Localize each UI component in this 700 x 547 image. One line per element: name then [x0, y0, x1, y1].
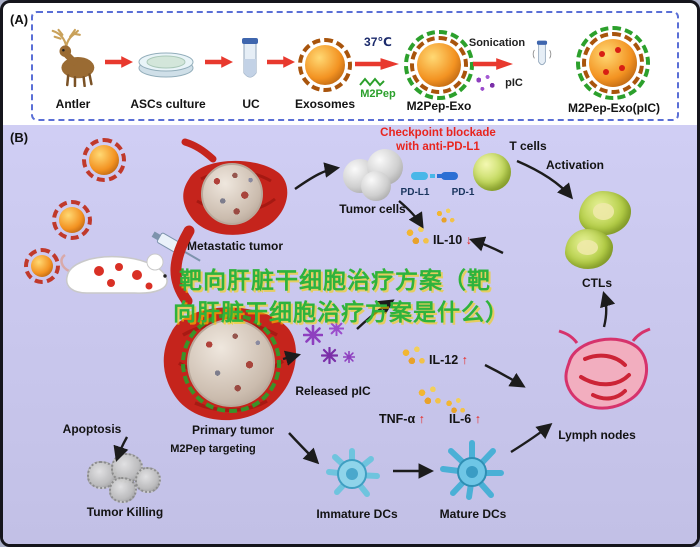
released-pic-label: Released pIC	[295, 384, 371, 398]
immature-dc-icon	[321, 443, 383, 501]
virus-icon	[52, 200, 92, 240]
arrow-right-icon	[473, 58, 513, 70]
t-cell-icon	[473, 153, 511, 191]
temperature-label: 37℃	[364, 35, 392, 49]
pic-cargo-dot	[599, 51, 605, 57]
immature-dcs-label: Immature DCs	[316, 507, 398, 521]
m2pep-exo-icon	[404, 30, 474, 100]
pic-cargo-dot	[619, 65, 625, 71]
il10-label: IL-10	[433, 233, 463, 247]
ctl-cells-icon	[561, 191, 651, 273]
mature-dc-icon	[439, 439, 505, 501]
tnfa-label: TNF-α	[379, 412, 416, 426]
lymph-node-icon	[555, 325, 653, 417]
m2pep-targeting-label: M2Pep targeting	[170, 443, 256, 455]
m2pep-exo-label: M2Pep-Exo	[406, 99, 472, 113]
dead-cell	[135, 467, 161, 493]
exosomes-label: Exosomes	[294, 97, 356, 111]
cytokine-dots-icon	[415, 385, 443, 409]
pic-star-icon	[301, 321, 359, 379]
mouse-icon	[59, 243, 174, 298]
arrow-right-icon	[105, 56, 133, 68]
pd-connector-icon	[409, 168, 465, 184]
primary-tumor-illustration	[149, 291, 304, 431]
il12-row: IL-12 ↑	[429, 353, 468, 367]
il6-label: IL-6	[449, 412, 472, 426]
exosome-icon	[298, 38, 352, 92]
apoptosis-label: Apoptosis	[62, 422, 122, 436]
arrow-right-icon	[267, 56, 295, 68]
up-arrow-icon: ↑	[474, 412, 481, 426]
m2pep-label: M2Pep	[360, 88, 396, 100]
primary-tumor-label: Primary tumor	[191, 423, 275, 437]
tumor-mass-icon	[181, 313, 281, 413]
cytokine-dots-icon	[399, 345, 427, 369]
virus-icon	[82, 138, 126, 182]
m2pep-exo-pic-icon	[576, 26, 650, 100]
dead-cell	[109, 477, 137, 503]
il10-row: IL-10 ↓	[433, 233, 472, 247]
pic-dots-icon	[473, 73, 499, 95]
pic-cargo-dot	[603, 69, 609, 75]
il6-row: IL-6 ↑	[449, 412, 481, 426]
down-arrow-icon: ↓	[465, 233, 472, 247]
arrow-right-icon	[205, 56, 233, 68]
arrow-right-icon	[355, 58, 399, 70]
pic-label: pIC	[505, 77, 523, 89]
ascs-culture-label: ASCs culture	[130, 97, 206, 111]
watermark-line1: 靶向肝脏干细胞治疗方案（靶	[179, 267, 491, 293]
pd1-label: PD-1	[451, 187, 475, 198]
cytokine-dots-icon	[443, 396, 467, 418]
tumor-cells-label: Tumor cells	[339, 202, 406, 216]
lymph-nodes-label: Lymph nodes	[558, 428, 636, 442]
mature-dcs-label: Mature DCs	[439, 507, 507, 521]
antler-label: Antler	[55, 97, 91, 111]
up-arrow-icon: ↑	[461, 353, 468, 367]
metastatic-tumor-label: Metastatic tumor	[186, 239, 284, 253]
watermark-line2: 向肝脏干细胞治疗方案是什么）	[173, 299, 509, 325]
pdl1-label: PD-L1	[400, 187, 430, 198]
tumor-killing-label: Tumor Killing	[86, 505, 164, 519]
m2pep-zigzag-icon	[359, 77, 385, 87]
sonication-tube-icon	[531, 39, 553, 71]
tnfa-row: TNF-α ↑	[379, 412, 425, 426]
ctls-label: CTLs	[582, 276, 612, 290]
panel-a-label: (A)	[10, 12, 29, 27]
petri-dish-icon	[137, 49, 195, 79]
il12-label: IL-12	[429, 353, 459, 367]
checkpoint-blockade-label: Checkpoint blockade	[380, 127, 496, 139]
virus-icon	[24, 248, 60, 284]
ctl-cell	[579, 191, 631, 235]
tumor-cells-icon	[341, 149, 407, 203]
tumor-mass-icon	[201, 163, 263, 225]
tube-icon	[241, 37, 259, 83]
metastatic-tumor-illustration	[171, 149, 296, 244]
sonication-label: Sonication	[468, 37, 526, 49]
dead-tumor-cells-icon	[87, 453, 163, 505]
up-arrow-icon: ↑	[418, 412, 425, 426]
uc-label: UC	[242, 97, 260, 111]
cytokine-dots-icon	[433, 207, 457, 227]
pic-cargo-dot	[615, 47, 621, 53]
activation-label: Activation	[545, 158, 604, 172]
panel-b-label: (B)	[10, 130, 29, 145]
ctl-cell	[565, 229, 613, 269]
deer-icon	[45, 27, 103, 87]
t-cells-label: T cells	[509, 139, 547, 153]
m2pep-exo-pic-label: M2Pep-Exo(pIC)	[567, 101, 660, 115]
cytokine-dots-icon	[403, 225, 431, 249]
anti-pdl1-label: with anti-PD-L1	[396, 141, 480, 153]
tumor-cell	[361, 171, 391, 201]
